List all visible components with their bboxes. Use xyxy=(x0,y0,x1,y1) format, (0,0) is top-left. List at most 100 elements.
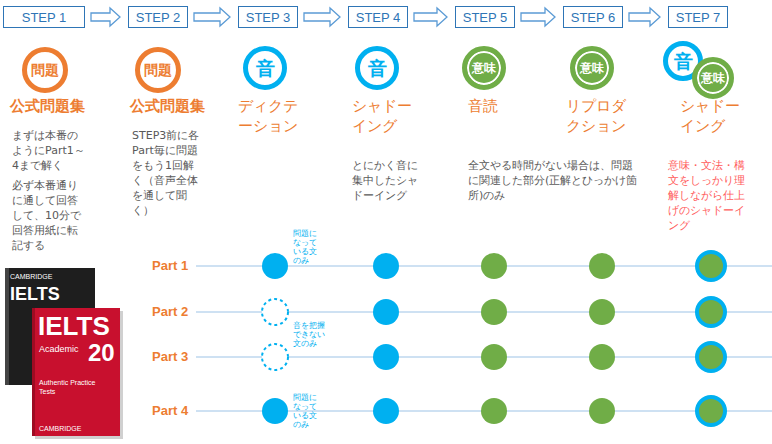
step-arrow xyxy=(194,8,230,26)
step-arrow xyxy=(629,8,660,26)
step-description: 意味・文法・構文をしっかり理解しながら仕上げのシャドーイング xyxy=(668,158,752,233)
book-publisher: CAMBRIDGE xyxy=(10,272,70,281)
step-description: とにかく音に集中したシャドーイング xyxy=(352,158,426,203)
step-title: 公式問題集 xyxy=(130,96,220,116)
step3-dots xyxy=(262,253,288,424)
step-title: 音読 xyxy=(468,96,528,116)
book-number: 20 xyxy=(88,340,118,366)
step-title: ディクテーション xyxy=(238,96,302,136)
blue-dot xyxy=(373,398,399,424)
dot-note: 問題になっている文のみ xyxy=(293,229,323,265)
combined-dot xyxy=(697,252,725,280)
node-text: STEP 1 xyxy=(22,10,67,25)
green-dot xyxy=(589,344,615,370)
book-title: IELTS xyxy=(38,312,118,340)
node-text: 音 xyxy=(674,52,693,71)
step-description: 全文やる時間がない場合は、問題に関連した部分(正解とひっかけ箇所)のみ xyxy=(468,158,640,203)
part-label: Part 1 xyxy=(152,257,196,275)
node-text: STEP 6 xyxy=(571,10,616,25)
green-dot xyxy=(481,253,507,279)
part-label: Part 4 xyxy=(152,402,196,420)
node-text: 意味 xyxy=(472,62,496,74)
node-text: 意味 xyxy=(701,72,725,84)
blue-dot xyxy=(373,253,399,279)
combined-dot xyxy=(697,298,725,326)
book-subtitle: Academic xyxy=(39,344,89,355)
part-label: Part 2 xyxy=(152,303,196,321)
combined-dot xyxy=(697,397,725,425)
meaning-icon: 意味 xyxy=(692,57,734,99)
part-label: Part 3 xyxy=(152,348,196,366)
arrow-shape xyxy=(194,8,230,26)
step-description: 必ず本番通りに通して回答して、10分で回答用紙に転記する xyxy=(12,178,86,253)
step6-dots xyxy=(589,253,615,424)
step-title: シャドーイング xyxy=(352,96,414,136)
book-cover xyxy=(32,308,120,436)
node-text: STEP 2 xyxy=(136,10,181,25)
step-arrow xyxy=(304,8,340,26)
book-publisher: CAMBRIDGE xyxy=(39,424,109,433)
book-spine xyxy=(32,308,35,436)
step-title: 公式問題集 xyxy=(10,96,100,116)
meaning-icon: 意味 xyxy=(570,46,614,90)
node-text: STEP 7 xyxy=(676,10,721,25)
step-arrow xyxy=(521,8,555,26)
green-dot xyxy=(589,253,615,279)
node-text: 音 xyxy=(256,59,275,78)
dot-note: 音を把握できない文のみ xyxy=(293,321,329,348)
step-title: リプロダクション xyxy=(566,96,630,136)
dashed-dot xyxy=(262,299,288,325)
step-box: STEP 1 xyxy=(3,6,85,28)
node-text: STEP 5 xyxy=(463,10,508,25)
sound-icon: 音 xyxy=(243,46,287,90)
arrow-shape xyxy=(304,8,340,26)
blue-dot xyxy=(262,398,288,424)
step-arrow xyxy=(91,8,120,26)
step-description: まずは本番のようにPart1～4まで解く xyxy=(12,128,86,173)
book-spine xyxy=(5,268,9,385)
arrow-shape xyxy=(414,8,447,26)
arrow-shape xyxy=(521,8,555,26)
node-text: 音 xyxy=(368,59,387,78)
step-box: STEP 5 xyxy=(455,6,515,28)
step-box: STEP 6 xyxy=(563,6,623,28)
green-dot xyxy=(589,299,615,325)
green-dot xyxy=(589,398,615,424)
step-box: STEP 4 xyxy=(348,6,408,28)
step-title: シャドーイング xyxy=(680,96,742,136)
node-text: 意味 xyxy=(580,62,604,74)
book-subtitle: Authentic Practice Tests xyxy=(39,378,101,396)
step5-dots xyxy=(481,253,507,424)
green-dot xyxy=(481,299,507,325)
step-description: STEP3前に各Part毎に問題をもう1回解く（音声全体を通して聞く） xyxy=(132,128,204,218)
step-box: STEP 7 xyxy=(668,6,728,28)
node-text: STEP 4 xyxy=(356,10,401,25)
node-text: 問題 xyxy=(144,63,172,77)
blue-dot xyxy=(373,299,399,325)
step7-dots xyxy=(697,252,725,425)
part-lines xyxy=(196,266,772,411)
sound-icon: 音 xyxy=(355,46,399,90)
green-dot xyxy=(481,398,507,424)
arrow-shape xyxy=(629,8,660,26)
step-box: STEP 3 xyxy=(238,6,298,28)
node-text: 問題 xyxy=(31,63,59,77)
dot-note: 問題になっている文のみ xyxy=(293,393,323,429)
node-text: STEP 3 xyxy=(246,10,291,25)
blue-dot xyxy=(373,344,399,370)
book-title: IELTS xyxy=(10,284,80,304)
problem-icon: 問題 xyxy=(22,47,68,93)
step-box: STEP 2 xyxy=(128,6,188,28)
dashed-dot xyxy=(262,344,288,370)
step-arrow xyxy=(414,8,447,26)
combined-dot xyxy=(697,343,725,371)
blue-dot xyxy=(262,253,288,279)
meaning-icon: 意味 xyxy=(462,46,506,90)
problem-icon: 問題 xyxy=(135,47,181,93)
step4-dots xyxy=(373,253,399,424)
green-dot xyxy=(481,344,507,370)
book-front xyxy=(32,308,123,439)
arrow-shape xyxy=(91,8,120,26)
